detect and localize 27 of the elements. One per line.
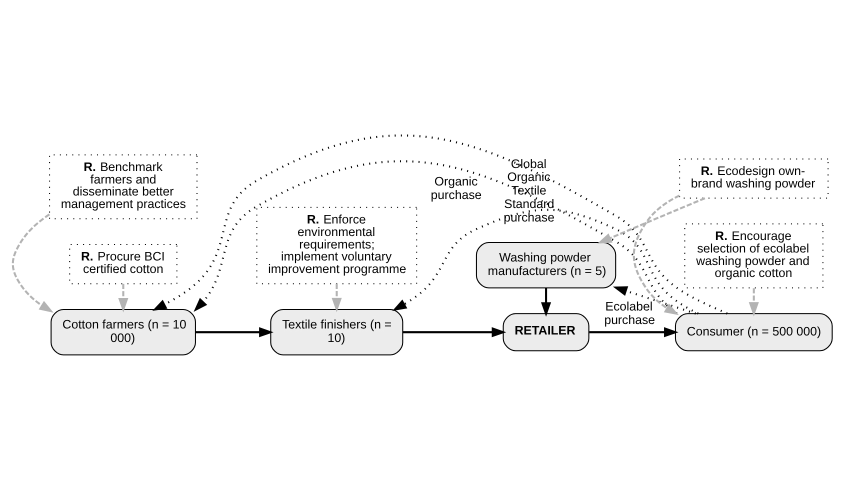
- node-box: Cotton farmers (n = 10 000): [50, 309, 196, 356]
- node-box: R. Encourage selection of ecolabel washing powder and organic cotton: [684, 223, 824, 288]
- edge-label: Global Organic Textile Standard purchase: [504, 156, 554, 224]
- arrow: [332, 284, 342, 312]
- arrow: [392, 208, 699, 314]
- node-box: R. Benchmark farmers and disseminate better management practices: [49, 154, 198, 220]
- arrow: [194, 160, 678, 314]
- edge-label: Organic purchase: [430, 174, 482, 202]
- arrow: [748, 288, 759, 317]
- arrow: [12, 214, 54, 313]
- node-box: R. Ecodesign own-brand washing powder: [679, 158, 829, 199]
- arrow: [597, 197, 706, 244]
- arrow: [612, 286, 696, 315]
- arrow: [632, 194, 680, 316]
- arrow: [196, 327, 274, 338]
- arrow: [152, 134, 728, 314]
- arrow: [589, 327, 678, 338]
- node-box: Consumer (n = 500 000): [674, 313, 833, 352]
- node-box: R. Procure BCI certified cotton: [69, 244, 178, 284]
- arrow: [541, 288, 552, 317]
- arrow: [402, 327, 506, 338]
- arrow: [118, 284, 128, 312]
- node-box: RETAILER: [502, 313, 590, 352]
- edge-label: Ecolabel purchase: [604, 299, 656, 327]
- node-box: Washing powder manufacturers (n = 5): [476, 242, 616, 288]
- node-box: R. Enforce environmental requirements; implement voluntary improvement programme: [256, 206, 418, 284]
- node-box: Textile finishers (n = 10): [270, 309, 404, 356]
